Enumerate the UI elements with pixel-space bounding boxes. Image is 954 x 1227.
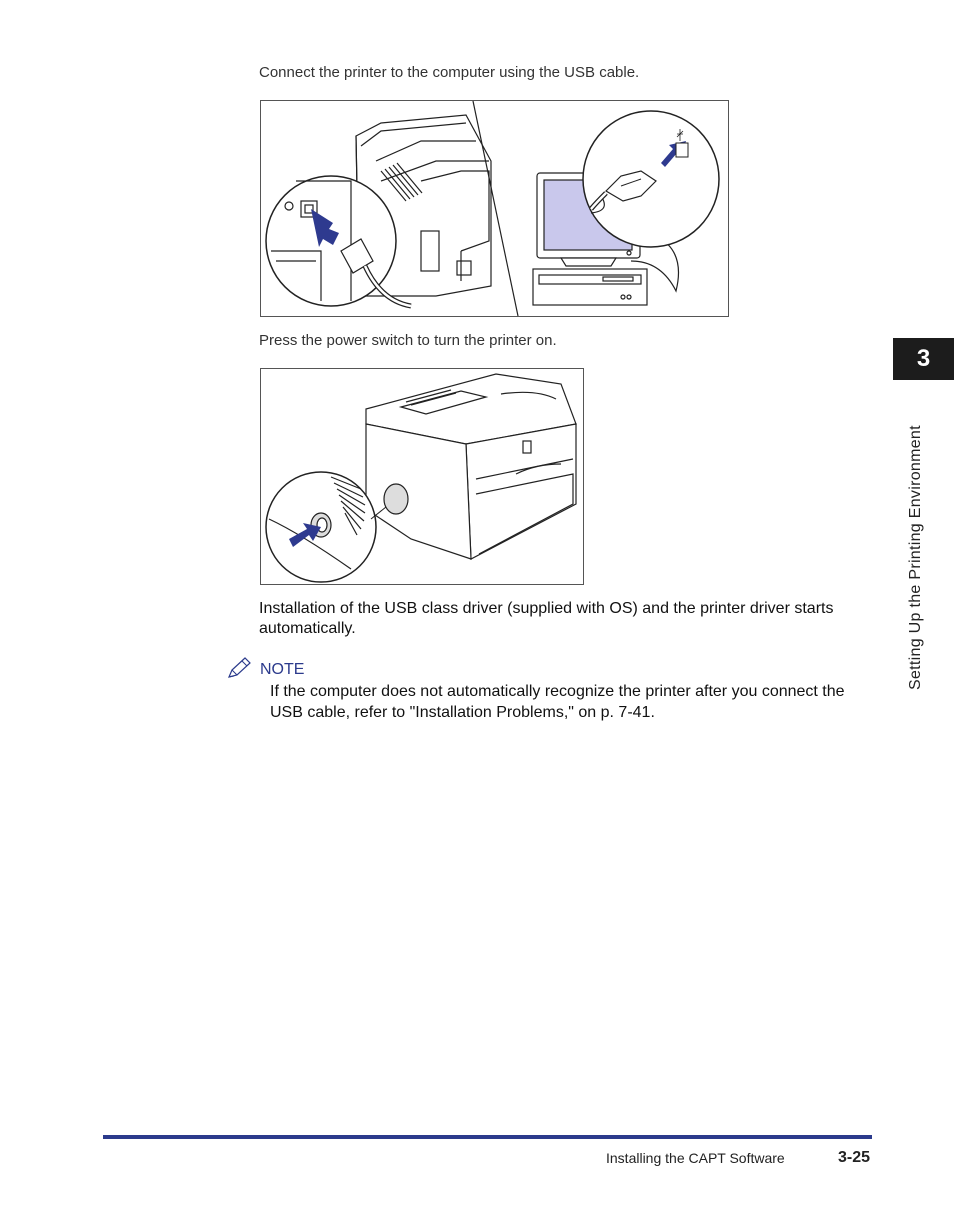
install-info-text: Installation of the USB class driver (su… bbox=[259, 600, 834, 637]
note-header: NOTE bbox=[226, 656, 305, 685]
page-number: 3-25 bbox=[838, 1149, 871, 1166]
note-text: If the computer does not automatically r… bbox=[270, 683, 845, 721]
power-switch-illustration bbox=[260, 368, 584, 585]
footer-rule bbox=[103, 1135, 872, 1139]
chapter-title: Setting Up the Printing Environment bbox=[907, 425, 924, 690]
note-label: NOTE bbox=[260, 661, 305, 678]
usb-connection-illustration bbox=[260, 100, 729, 317]
step-connect-usb: Connect the printer to the computer usin… bbox=[259, 64, 640, 81]
chapter-tab: 3 bbox=[893, 338, 954, 380]
step-power-on: Press the power switch to turn the print… bbox=[259, 332, 557, 349]
pencil-icon bbox=[226, 656, 252, 685]
footer-section-title: Installing the CAPT Software bbox=[606, 1150, 785, 1166]
